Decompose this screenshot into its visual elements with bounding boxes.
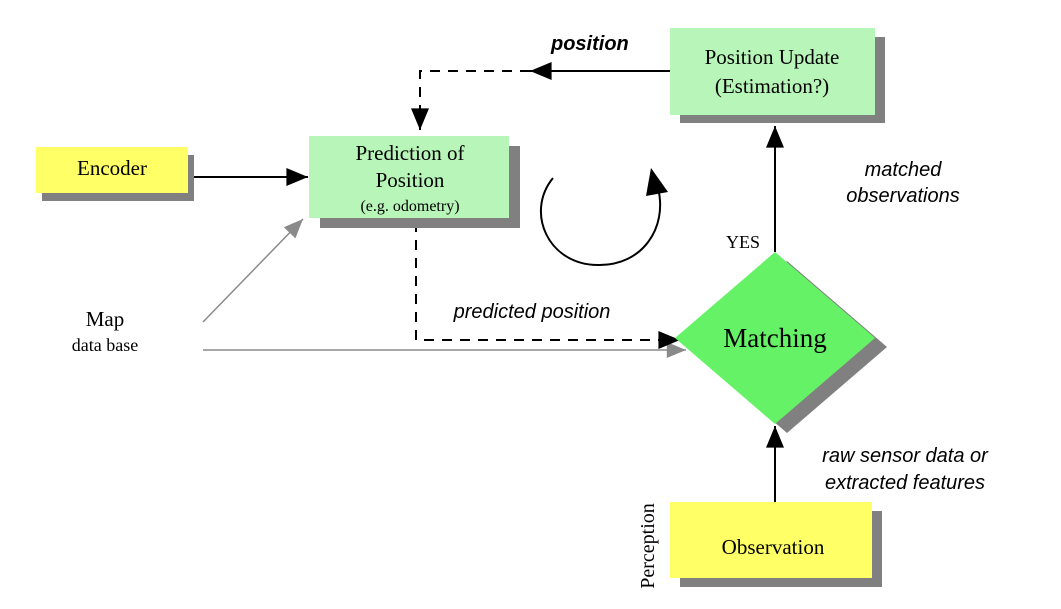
map-to-prediction-arrow bbox=[202, 218, 304, 323]
map-node: Map data base bbox=[72, 307, 138, 355]
observation-node: Observation bbox=[670, 502, 882, 587]
prediction-node: Prediction of Position (e.g. odometry) bbox=[309, 136, 520, 228]
position-update-label-line1: Position Update bbox=[705, 45, 840, 69]
position-update-node: Position Update (Estimation?) bbox=[670, 28, 885, 123]
position-edge-label: position bbox=[550, 33, 629, 55]
encoder-node: Encoder bbox=[36, 147, 194, 201]
matched-observations-label-line1: matched bbox=[865, 159, 943, 181]
position-feedback-dashed-line bbox=[411, 70, 530, 130]
predicted-position-label: predicted position bbox=[453, 301, 611, 323]
map-label-line1: Map bbox=[86, 307, 125, 331]
cycle-arrowhead bbox=[646, 168, 668, 196]
matching-label: Matching bbox=[723, 323, 826, 353]
predicted-position-dashed-arrow bbox=[415, 222, 681, 349]
raw-sensor-data-label-line2: extracted features bbox=[825, 472, 985, 494]
yes-label: YES bbox=[726, 232, 760, 252]
prediction-label-line3: (e.g. odometry) bbox=[360, 198, 459, 215]
position-update-label-line2: (Estimation?) bbox=[715, 74, 829, 98]
map-label-line2: data base bbox=[72, 335, 138, 355]
prediction-label-line2: Position bbox=[376, 168, 445, 192]
cycle-arrow bbox=[539, 177, 662, 267]
matching-node: Matching bbox=[675, 252, 887, 433]
perception-label: Perception bbox=[637, 503, 659, 589]
encoder-label: Encoder bbox=[77, 156, 147, 180]
matched-observations-label-line2: observations bbox=[846, 185, 959, 207]
prediction-label-line1: Prediction of bbox=[355, 141, 464, 165]
observation-label: Observation bbox=[722, 535, 825, 559]
raw-sensor-data-label-line1: raw sensor data or bbox=[822, 445, 989, 467]
